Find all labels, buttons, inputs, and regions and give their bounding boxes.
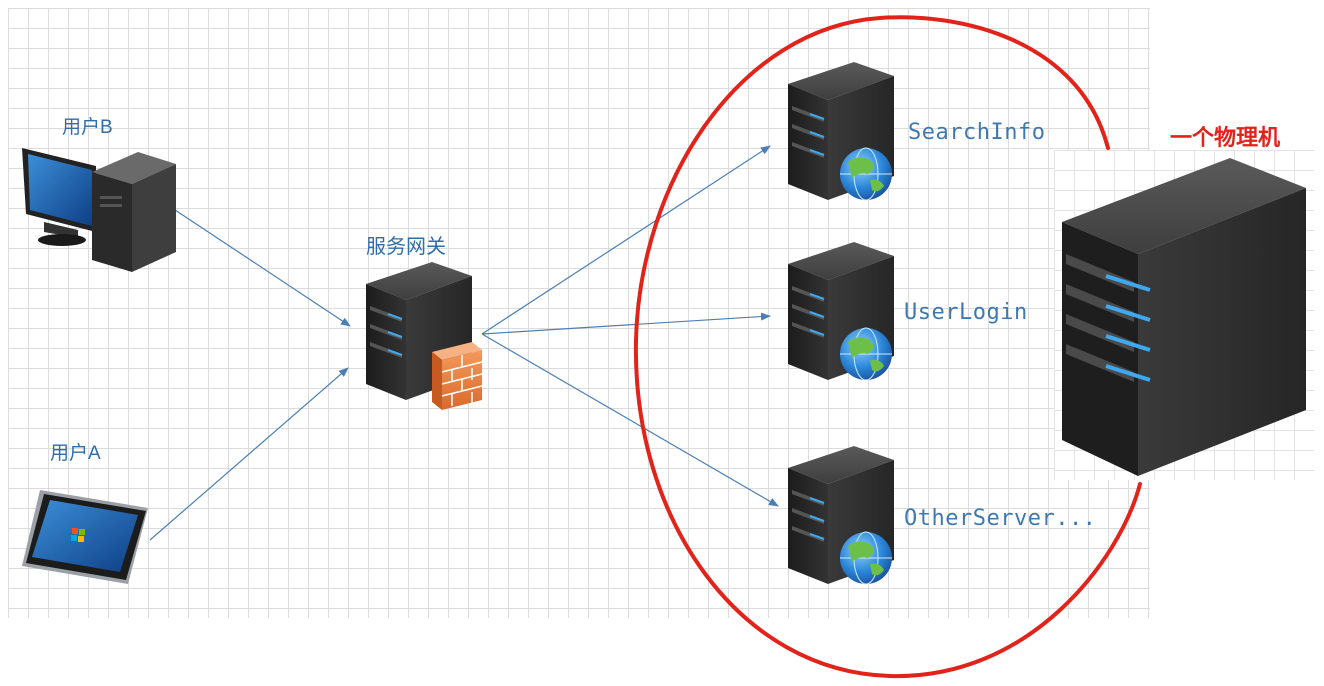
desktop-computer-icon [22, 148, 176, 272]
service-label-otherserver: OtherServer... [904, 506, 1097, 531]
firewall-server-icon [366, 262, 483, 410]
arrow-user-a-to-gateway [149, 367, 349, 541]
arrow-gateway-to-otherserver [481, 333, 779, 507]
arrow-user-b-to-gateway [159, 199, 351, 327]
connection-arrows [149, 145, 779, 541]
user-a-label: 用户A [50, 443, 101, 464]
service-label-searchinfo: SearchInfo [908, 120, 1046, 145]
service-label-userlogin: UserLogin [904, 300, 1028, 325]
arrow-gateway-to-searchinfo [481, 145, 771, 335]
grid-background [8, 8, 1150, 618]
web-server-icon [788, 62, 894, 201]
physical-machine-boundary [633, 15, 1142, 679]
physical-server-icon [1062, 158, 1306, 476]
web-server-icon [788, 242, 894, 381]
physical-machine-label: 一个物理机 [1170, 126, 1281, 151]
user-b-label: 用户B [62, 117, 113, 138]
arrow-gateway-to-userlogin [481, 312, 771, 335]
web-server-icon [788, 446, 894, 585]
tablet-icon [22, 490, 148, 584]
gateway-label: 服务网关 [366, 236, 446, 258]
